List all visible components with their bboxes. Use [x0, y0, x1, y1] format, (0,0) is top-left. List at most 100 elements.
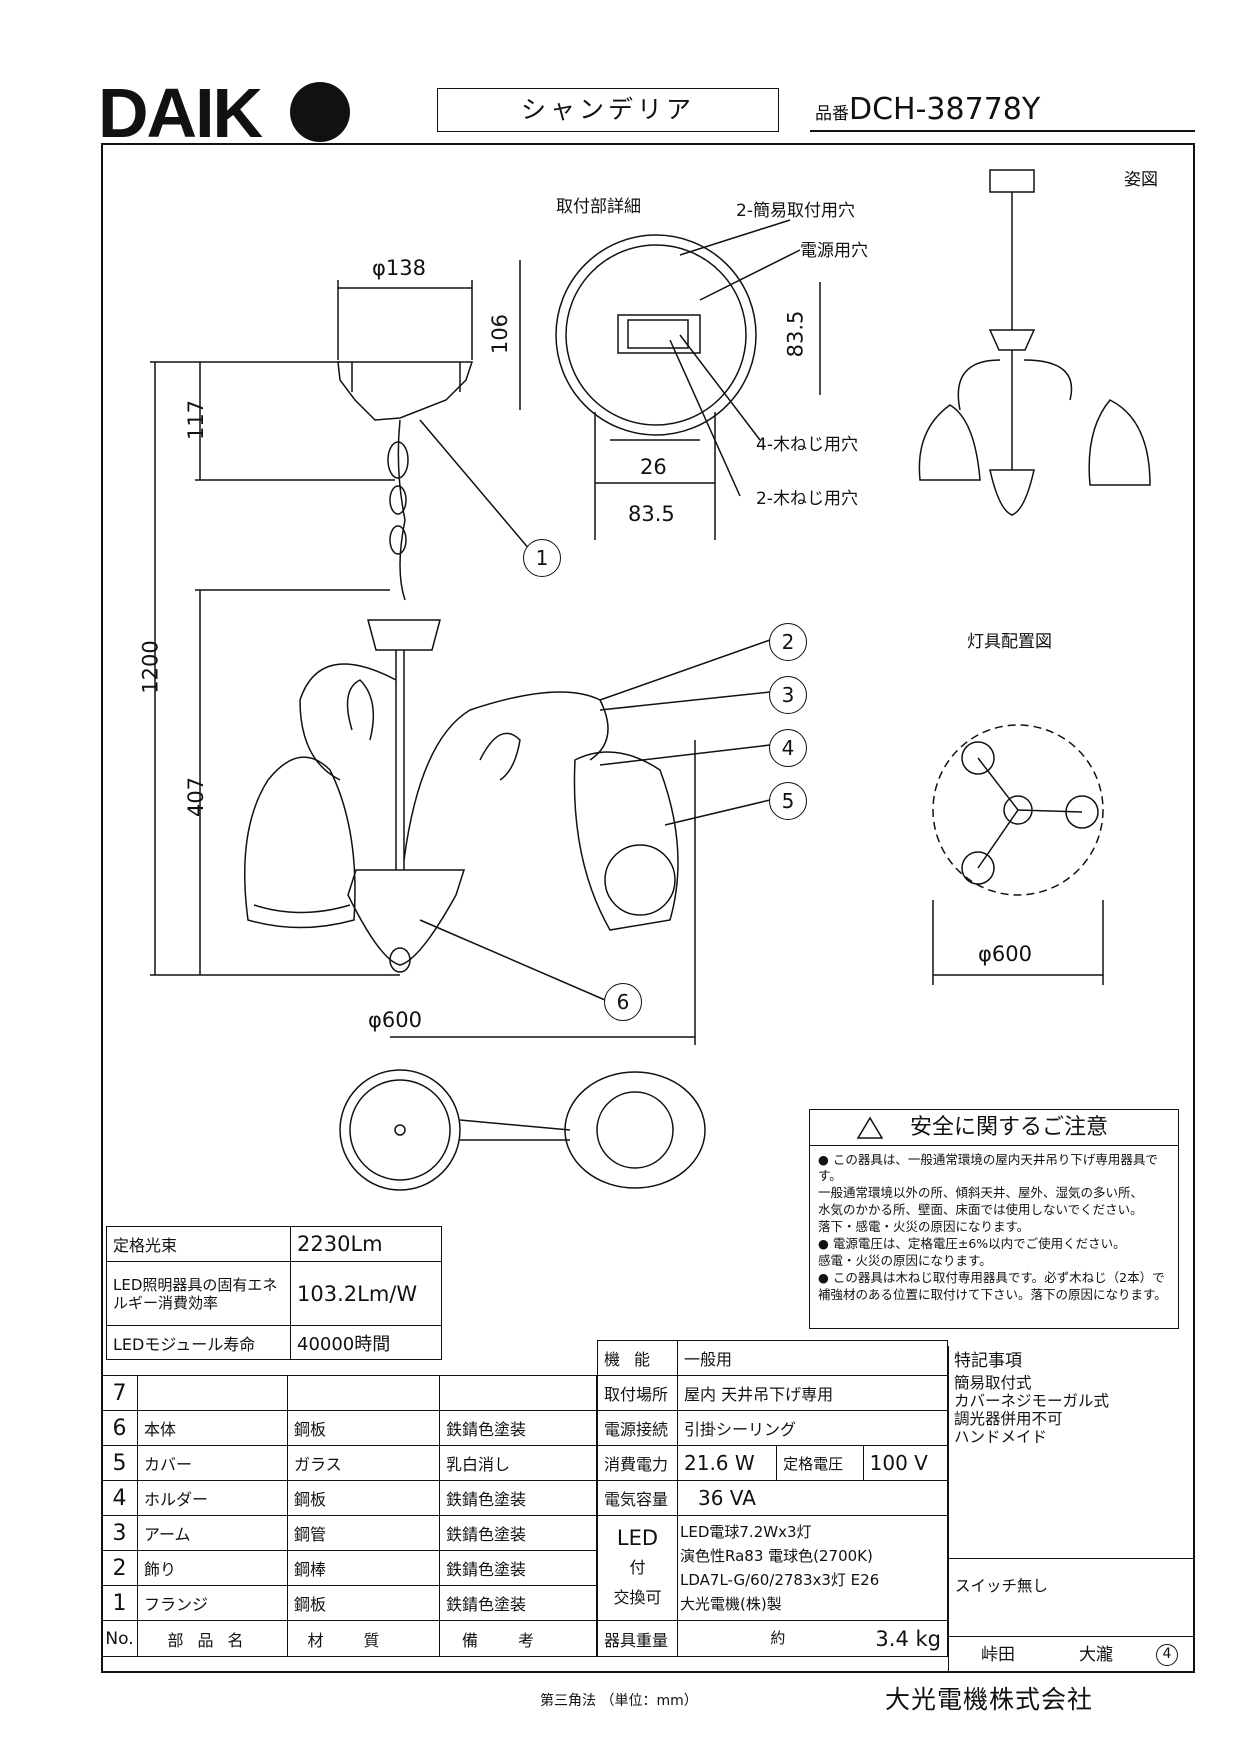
- dim-canopy: φ138: [372, 256, 426, 280]
- part-material: ガラス: [287, 1445, 440, 1481]
- part-name: アーム: [137, 1515, 288, 1551]
- dim-83-5-v: 83.5: [783, 310, 808, 358]
- part-no: 2: [101, 1550, 138, 1586]
- notes-title: 特記事項: [954, 1351, 1022, 1371]
- part-no: 3: [101, 1515, 138, 1551]
- dim-83-5-h: 83.5: [628, 502, 675, 526]
- label-capacity: 電気容量: [597, 1480, 678, 1516]
- header-finish: 備考: [439, 1620, 597, 1657]
- hole-label-1: 2-簡易取付用穴: [736, 201, 855, 221]
- part-number: 品番DCH-38778Y: [815, 92, 1041, 127]
- dim-1200: 1200: [138, 640, 163, 694]
- part-no: 6: [101, 1410, 138, 1446]
- view-title: 姿図: [1124, 170, 1158, 190]
- signature-row: 峠田 大瀧 4: [948, 1637, 1193, 1673]
- header-no: No.: [101, 1620, 138, 1657]
- part-material: [287, 1375, 440, 1411]
- dim-26: 26: [640, 455, 667, 479]
- dim-canopy-h: 106: [488, 313, 513, 355]
- label-function: 機能: [597, 1340, 678, 1376]
- dim-600-layout: φ600: [978, 942, 1032, 966]
- callout-4: 4: [769, 729, 807, 767]
- callout-2: 2: [769, 623, 807, 661]
- callout-3: 3: [769, 676, 807, 714]
- value-power: 21.6 W: [676, 1445, 778, 1481]
- part-name: ホルダー: [137, 1480, 288, 1516]
- part-finish: 鉄錆色塗装: [439, 1585, 597, 1621]
- part-material: 鋼管: [287, 1515, 440, 1551]
- spec-label: 定格光束: [106, 1226, 291, 1262]
- label-power-conn: 電源接続: [597, 1410, 678, 1446]
- mount-detail-title: 取付部詳細: [556, 197, 641, 217]
- part-name: フランジ: [137, 1585, 288, 1621]
- dim-600: φ600: [368, 1008, 422, 1032]
- spec-value: 40000時間: [290, 1325, 442, 1360]
- label-place: 取付場所: [597, 1375, 678, 1411]
- spec-value: 103.2Lm/W: [290, 1261, 442, 1326]
- value-power-conn: 引掛シーリング: [677, 1410, 948, 1446]
- part-finish: [439, 1375, 597, 1411]
- switch-note: スイッチ無し: [948, 1559, 1193, 1637]
- safety-line: ● 電源電圧は、定格電圧±6%以内でご使用ください。: [818, 1236, 1126, 1251]
- layout-title: 灯具配置図: [967, 632, 1052, 652]
- company-name: 大光電機株式会社: [885, 1685, 1094, 1714]
- safety-notice: 安全に関するご注意 ● この器具は、一般通常環境の屋内天井吊り下げ専用器具です。…: [809, 1109, 1179, 1329]
- spec-label: LEDモジュール寿命: [106, 1325, 291, 1360]
- part-material: 鋼板: [287, 1410, 440, 1446]
- signature-name: 峠田: [981, 1645, 1015, 1665]
- label-rated-v: 定格電圧: [776, 1445, 864, 1481]
- note-line: 簡易取付式: [954, 1374, 1032, 1392]
- safety-line: ● この器具は木ねじ取付専用器具です。必ず木ねじ（2本）で: [818, 1270, 1165, 1285]
- hole-label-2: 電源用穴: [800, 241, 868, 261]
- callout-5: 5: [769, 782, 807, 820]
- part-finish: 乳白消し: [439, 1445, 597, 1481]
- part-no: 1: [101, 1585, 138, 1621]
- header-material: 材質: [287, 1620, 440, 1657]
- label-weight: 器具重量: [597, 1620, 678, 1657]
- part-finish: 鉄錆色塗装: [439, 1515, 597, 1551]
- brand-logo: DAIK: [98, 74, 263, 152]
- projection-note: 第三角法 （単位：mm）: [540, 1693, 698, 1709]
- label-power: 消費電力: [597, 1445, 678, 1481]
- spec-label: LED照明器具の固有エネルギー消費効率: [106, 1261, 291, 1326]
- part-material: 鋼板: [287, 1480, 440, 1516]
- part-name: カバー: [137, 1445, 288, 1481]
- safety-title: 安全に関するご注意: [810, 1110, 1178, 1146]
- part-finish: 鉄錆色塗装: [439, 1410, 597, 1446]
- note-line: ハンドメイド: [954, 1428, 1048, 1446]
- sun-logo-icon: [290, 82, 350, 142]
- part-finish: 鉄錆色塗装: [439, 1550, 597, 1586]
- safety-line: 水気のかかる所、壁面、床面では使用しないでください。: [818, 1202, 1143, 1217]
- value-led: LED電球7.2Wx3灯 演色性Ra83 電球色(2700K) LDA7L-G/…: [677, 1515, 948, 1621]
- divider: [810, 130, 1195, 132]
- safety-line: 補強材のある位置に取付けて下さい。落下の原因になります。: [818, 1287, 1167, 1302]
- label-led: LED 付 交換可: [597, 1515, 678, 1621]
- part-no: 4: [101, 1480, 138, 1516]
- value-function: 一般用: [677, 1340, 948, 1376]
- hole-label-4: 2-木ねじ用穴: [756, 489, 858, 509]
- value-place: 屋内 天井吊下げ専用: [677, 1375, 948, 1411]
- spec-value: 2230Lm: [290, 1226, 442, 1262]
- dim-117: 117: [184, 399, 209, 441]
- drawing-frame: [101, 143, 1195, 1673]
- header-name: 部品名: [137, 1620, 288, 1657]
- safety-line: ● この器具は、一般通常環境の屋内天井吊り下げ専用器具です。: [818, 1152, 1158, 1183]
- hole-label-3: 4-木ねじ用穴: [756, 435, 858, 455]
- safety-line: 一般通常環境以外の所、傾斜天井、屋外、湿気の多い所、: [818, 1185, 1144, 1200]
- safety-line: 落下・感電・火災の原因になります。: [818, 1219, 1030, 1234]
- notes-panel: 特記事項 簡易取付式 カバーネジモーガル式 調光器併用不可 ハンドメイド スイッ…: [948, 1346, 1193, 1673]
- part-name: 本体: [137, 1410, 288, 1446]
- value-capacity: 36 VA: [677, 1480, 948, 1516]
- product-type: シャンデリア: [437, 88, 779, 132]
- value-rated-v: 100 V: [862, 1445, 949, 1481]
- part-name: [137, 1375, 288, 1411]
- callout-6: 6: [604, 983, 642, 1021]
- part-no: 5: [101, 1445, 138, 1481]
- part-material: 鋼板: [287, 1585, 440, 1621]
- dim-407: 407: [184, 776, 209, 818]
